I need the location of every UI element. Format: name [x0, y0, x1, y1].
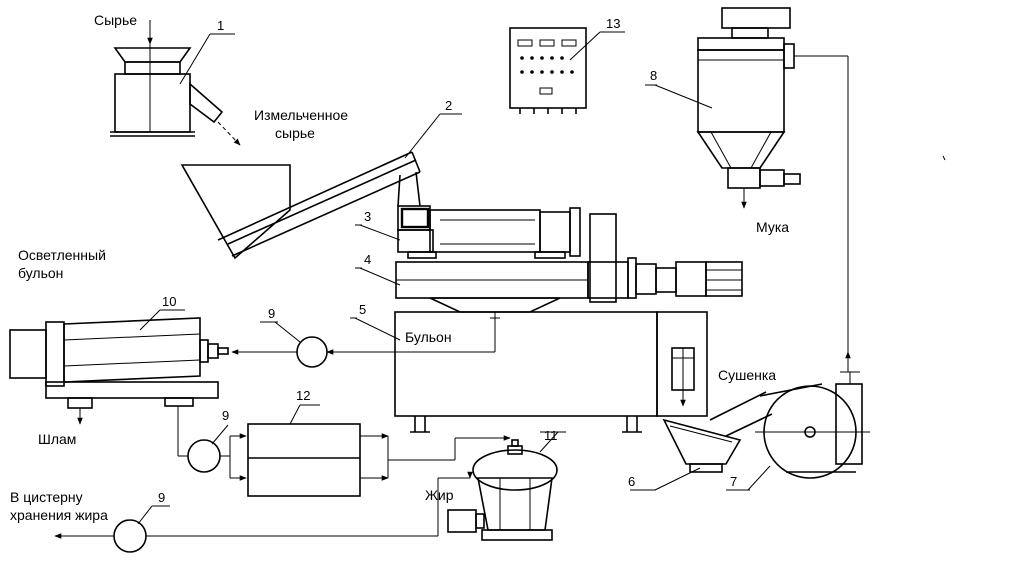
pump-9-lower	[54, 505, 438, 553]
pump-9-middle	[177, 406, 247, 481]
callout-9-lower: 9	[158, 490, 165, 505]
callout-12: 12	[296, 388, 310, 403]
label-raw: Сырье	[94, 12, 137, 28]
callout-2: 2	[445, 98, 452, 113]
callout-8: 8	[650, 68, 657, 83]
control-panel-13	[509, 27, 625, 114]
label-clarified-line2: бульон	[18, 265, 63, 281]
label-flour: Мука	[756, 219, 789, 235]
pump-9-upper	[260, 321, 328, 368]
label-fat: Жир	[425, 487, 454, 503]
label-crushed-line1: Измельченное	[254, 107, 348, 123]
label-dryer: Сушенка	[718, 367, 776, 383]
label-clarified-line1: Осветленный	[18, 247, 106, 263]
callout-4: 4	[364, 252, 371, 267]
separator-12	[247, 404, 511, 497]
label-broth: Бульон	[405, 329, 452, 345]
drum-dryer-7	[726, 371, 870, 491]
callout-13: 13	[606, 16, 620, 31]
callout-10: 10	[162, 294, 176, 309]
label-tank-line1: В цистерну	[10, 489, 83, 505]
callout-1: 1	[217, 18, 224, 33]
label-sludge: Шлам	[38, 431, 76, 447]
screw-conveyor-2	[180, 113, 462, 260]
callout-7: 7	[730, 474, 737, 489]
callout-9-upper: 9	[268, 306, 275, 321]
centrifuge-10	[9, 309, 229, 425]
label-crushed-line2: сырье	[275, 125, 315, 141]
press-3	[355, 205, 617, 303]
fat-separator-11	[437, 431, 566, 541]
dryer-trough-6	[630, 391, 773, 491]
callout-3: 3	[364, 209, 371, 224]
callout-11: 11	[544, 428, 558, 443]
crusher-1	[110, 20, 241, 146]
callout-5: 5	[359, 302, 366, 317]
callout-6: 6	[628, 474, 635, 489]
broth-tank-5	[350, 311, 708, 433]
flour-cyclone-8	[645, 7, 801, 209]
drive-frame-4	[355, 257, 743, 313]
air-return-line	[794, 55, 851, 372]
stray-mark	[942, 155, 946, 161]
label-tank-line2: хранения жира	[10, 507, 108, 523]
callout-9-middle: 9	[222, 408, 229, 423]
